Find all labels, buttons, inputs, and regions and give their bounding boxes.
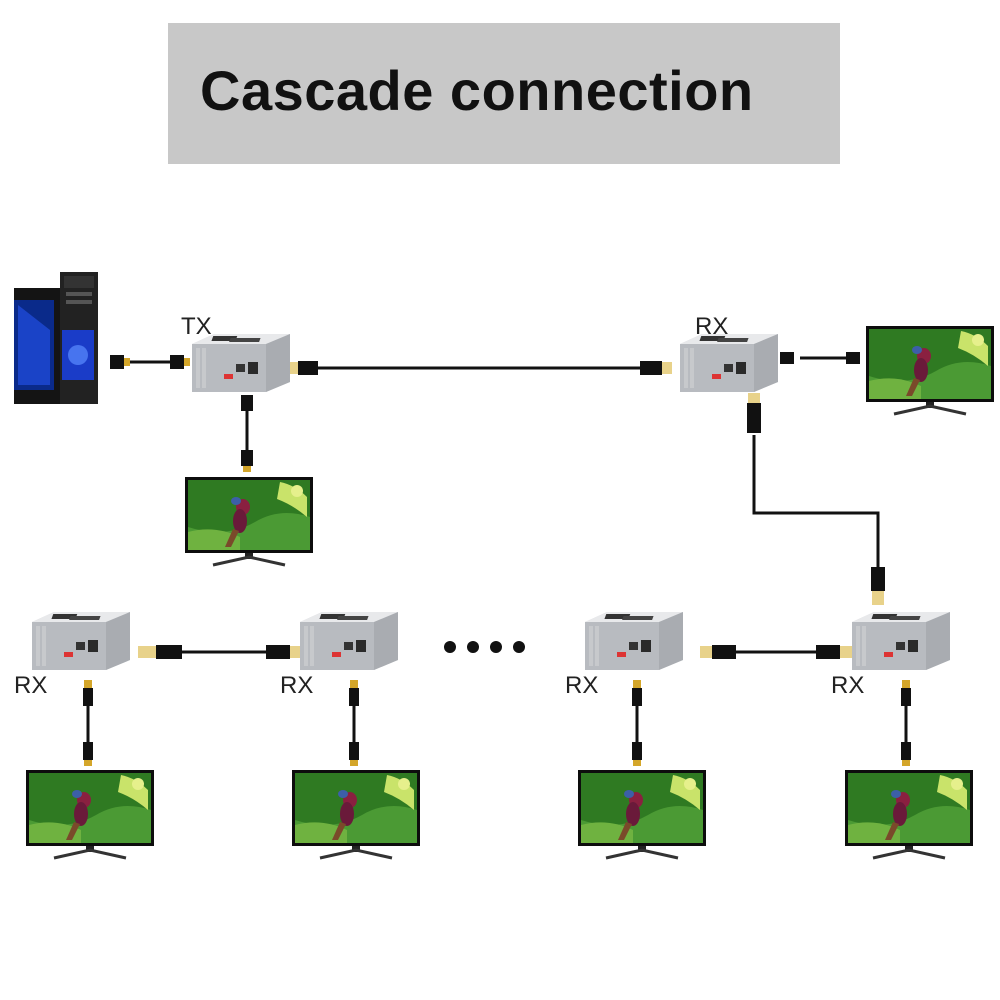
ellipsis-dots: [444, 641, 525, 653]
cables: [86, 356, 908, 745]
hdmi-extender-icon: [32, 334, 950, 670]
title-banner: [168, 23, 840, 164]
label-rx-1: RX: [14, 672, 48, 699]
page-title: Cascade connection: [200, 59, 754, 122]
label-tx: TX: [181, 313, 212, 340]
label-rx-2: RX: [280, 672, 314, 699]
cat-cable-icon: [138, 361, 885, 659]
hdmi-cable-icon: [83, 352, 911, 766]
label-rx-4: RX: [831, 672, 865, 699]
tv-monitor-icon: [24, 324, 996, 860]
computer-tower-icon: [14, 272, 98, 404]
label-rx-3: RX: [565, 672, 599, 699]
